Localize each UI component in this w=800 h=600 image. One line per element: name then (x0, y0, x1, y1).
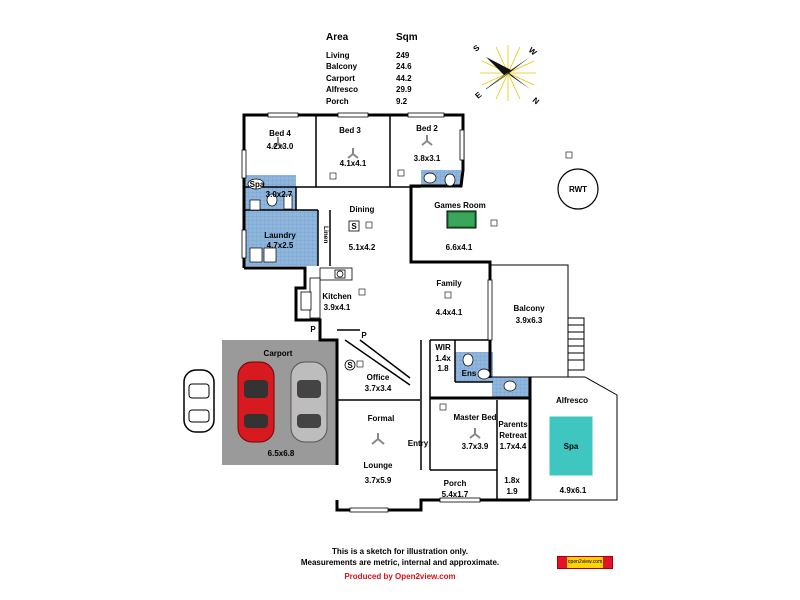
pantry-label: P (310, 325, 316, 334)
compass-n: N (531, 96, 541, 107)
bed3-label: Bed 3 (339, 126, 361, 135)
carport-label: Carport (264, 349, 293, 358)
compass-s: S (472, 43, 482, 54)
smoke-detector-icon (329, 151, 573, 411)
produced-by[interactable]: Produced by Open2view.com (344, 572, 456, 581)
pool-water (546, 413, 596, 479)
rwt-label: RWT (569, 185, 587, 194)
store-dims: 1.8x (504, 476, 520, 485)
master-dims: 3.7x3.9 (462, 442, 489, 451)
bed2-dims: 3.8x3.1 (414, 154, 441, 163)
compass-w: W (527, 46, 539, 58)
alfresco-label: Alfresco (556, 396, 588, 405)
bed2-label: Bed 2 (416, 124, 438, 133)
formal-label: Formal (368, 414, 395, 423)
porch-dims: 5.4x1.7 (442, 490, 469, 499)
open2view-logo: open2view.com (557, 556, 613, 569)
kitchen-label: Kitchen (322, 292, 351, 301)
bed4-dims: 4.2x3.0 (267, 142, 294, 151)
bed4-label: Bed 4 (269, 129, 291, 138)
spa-room-dims: 3.0x2.7 (266, 190, 293, 199)
car-outline (183, 369, 215, 433)
laundry-label: Laundry (264, 231, 296, 240)
wir-dims: 1.4x (435, 354, 451, 363)
laundry-dims: 4.7x2.5 (267, 241, 294, 250)
family-dims: 4.4x4.1 (436, 308, 463, 317)
sqm-header: Sqm (396, 32, 418, 43)
games-label: Games Room (434, 201, 486, 210)
dining-label: Dining (350, 205, 375, 214)
compass-e: E (474, 90, 484, 101)
rainwater-tank (557, 168, 599, 210)
entry-label: Entry (408, 439, 429, 448)
pantry-label: P (361, 331, 367, 340)
wir-label: WIR (435, 343, 451, 352)
dining-dims: 5.1x4.2 (349, 243, 376, 252)
svg-text:S: S (347, 361, 353, 370)
car-silver (290, 361, 328, 443)
wall-west-kitchen (244, 266, 339, 465)
spa-room-label: Spa (250, 180, 265, 189)
retreat-label: Retreat (499, 431, 527, 440)
balcony-stairs (567, 317, 585, 371)
wir-dims: 1.8 (437, 364, 449, 373)
kitchen-dims: 3.9x4.1 (324, 303, 351, 312)
office-dims: 3.7x3.4 (365, 384, 392, 393)
compass-rose: S W E N (472, 43, 542, 107)
master-label: Master Bed (453, 413, 496, 422)
family-label: Family (436, 279, 462, 288)
carport-dims: 6.5x6.8 (268, 449, 295, 458)
linen-label: Linen (322, 226, 329, 243)
lounge-dims: 3.7x5.9 (365, 476, 392, 485)
disclaimer-line-1: This is a sketch for illustration only. (332, 547, 468, 556)
balcony-label: Balcony (513, 304, 545, 313)
games-dims: 6.6x4.1 (446, 243, 473, 252)
porch-label: Porch (444, 479, 467, 488)
bed3-dims: 4.1x4.1 (340, 159, 367, 168)
retreat-label: Parents (498, 420, 528, 429)
billiard-table (446, 210, 477, 229)
pool-label: Spa (564, 442, 579, 451)
area-header: Area (326, 32, 349, 43)
ceiling-fan-icon (272, 135, 481, 445)
svg-text:S: S (351, 222, 357, 231)
balcony-dims: 3.9x6.3 (516, 316, 543, 325)
retreat-dims: 1.7x4.4 (500, 442, 527, 451)
fixtures (247, 172, 517, 392)
store-dims: 1.9 (506, 487, 518, 496)
alfresco-dims: 4.9x6.1 (560, 486, 587, 495)
kitchen-benches (300, 267, 353, 319)
wall-south (335, 498, 530, 512)
office-label: Office (367, 373, 390, 382)
car-red (237, 361, 275, 443)
symbol-box: S S (344, 220, 360, 371)
disclaimer-line-2: Measurements are metric, internal and ap… (300, 558, 500, 567)
ensuite-label: Ens (462, 369, 477, 378)
lounge-label: Lounge (364, 461, 393, 470)
